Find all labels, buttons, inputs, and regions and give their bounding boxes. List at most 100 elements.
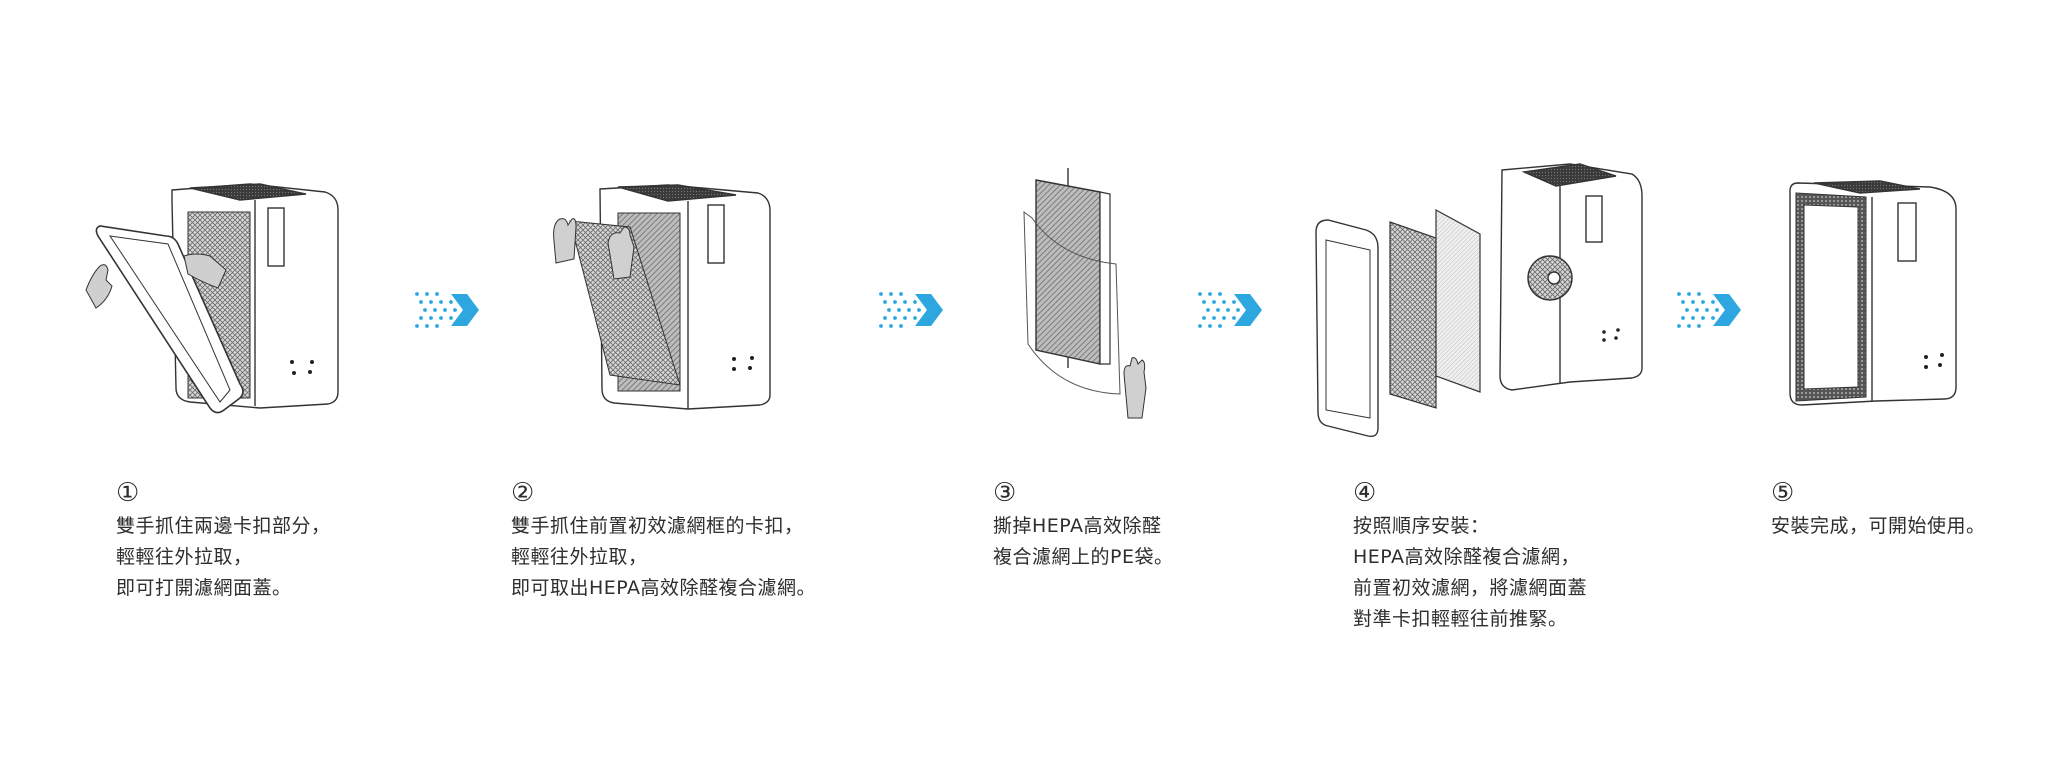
arrow-dot [1206, 308, 1210, 312]
arrow-dot [1198, 292, 1202, 296]
arrow-dot [439, 300, 443, 304]
arrow-dot [879, 324, 883, 328]
arrow-dot [893, 300, 897, 304]
pre-filter [1389, 221, 1437, 409]
arrow-dot [1697, 324, 1701, 328]
step-3-text: ③ 撕掉HEPA高效除醛 複合濾網上的PE袋。 [993, 480, 1173, 573]
arrow-dot [1202, 316, 1206, 320]
arrow-dot [433, 308, 437, 312]
arrow-dot [893, 316, 897, 320]
next-arrow-icon [879, 292, 943, 328]
step-line: 按照順序安裝： [1353, 515, 1490, 537]
step-1-illustration [85, 183, 339, 414]
arrow-dot [1208, 292, 1212, 296]
arrow-dot [1677, 292, 1681, 296]
step-5-text: ⑤ 安裝完成，可開始使用。 [1771, 480, 1986, 542]
arrow-dot [425, 324, 429, 328]
next-arrow-icon [1677, 292, 1741, 328]
arrow-dot [1202, 300, 1206, 304]
step-line: 撕掉HEPA高效除醛 [993, 515, 1162, 537]
arrow-dot [907, 308, 911, 312]
arrow-dot [1681, 300, 1685, 304]
step-line: 複合濾網上的PE袋。 [993, 546, 1174, 568]
arrow-dot [897, 308, 901, 312]
arrow-dot [889, 292, 893, 296]
hand-icon [553, 218, 577, 264]
chevron-right-icon [915, 294, 943, 326]
arrow-dot [903, 316, 907, 320]
arrow-dot [889, 324, 893, 328]
arrow-dot [1687, 292, 1691, 296]
arrow-dot [415, 324, 419, 328]
arrow-dot [1218, 292, 1222, 296]
arrow-dot [429, 300, 433, 304]
arrow-dot [1691, 316, 1695, 320]
arrow-dot [1711, 300, 1715, 304]
arrow-dot [419, 316, 423, 320]
hand-icon [85, 264, 113, 309]
arrow-dot [453, 308, 457, 312]
hepa-filter [1435, 208, 1481, 393]
filter-cover [1315, 219, 1379, 438]
step-number-badge: ② [511, 478, 535, 508]
hand-icon [1123, 357, 1147, 419]
step-number-badge: ③ [993, 478, 1017, 508]
step-4-text: ④ 按照順序安裝： HEPA高效除醛複合濾網， 前置初效濾網，將濾網面蓋 對準卡… [1353, 480, 1587, 635]
chevron-right-icon [1234, 294, 1262, 326]
arrow-dot [1685, 308, 1689, 312]
step-5-illustration [1789, 180, 1957, 406]
step-2-text: ② 雙手抓住前置初效濾網框的卡扣， 輕輕往外拉取， 即可取出HEPA高效除醛複合… [511, 480, 816, 604]
arrow-dot [419, 300, 423, 304]
hand-icon [183, 253, 227, 289]
pre-filter-mesh [569, 220, 681, 386]
chevron-right-icon [1713, 294, 1741, 326]
step-line: 前置初效濾網，將濾網面蓋 [1353, 577, 1588, 599]
arrow-dot [423, 308, 427, 312]
arrow-dot [1208, 324, 1212, 328]
next-arrow-icon [415, 292, 479, 328]
arrow-dot [1691, 300, 1695, 304]
arrow-dot [1695, 308, 1699, 312]
arrow-dot [449, 300, 453, 304]
arrow-dot [913, 316, 917, 320]
arrow-dot [449, 316, 453, 320]
arrow-dot [899, 292, 903, 296]
purifier-body [1499, 163, 1643, 391]
arrow-dot [415, 292, 419, 296]
arrow-dot [883, 316, 887, 320]
arrow-dot [1198, 324, 1202, 328]
arrow-dot [917, 308, 921, 312]
arrow-dot [899, 324, 903, 328]
arrow-dot [903, 300, 907, 304]
step-line: 對準卡扣輕輕往前推緊。 [1353, 608, 1568, 630]
arrow-dot [913, 300, 917, 304]
arrow-dot [1232, 316, 1236, 320]
arrow-dot [1212, 300, 1216, 304]
step-line: 輕輕往外拉取， [511, 546, 648, 568]
arrow-dot [1715, 308, 1719, 312]
arrow-dot [1218, 324, 1222, 328]
filter-cover-panel [95, 225, 244, 414]
chevron-right-icon [451, 294, 479, 326]
arrow-dot [435, 292, 439, 296]
arrow-dot [1216, 308, 1220, 312]
panel-dots [290, 360, 314, 375]
arrow-dot [1681, 316, 1685, 320]
arrow-dot [1701, 300, 1705, 304]
arrow-dot [1697, 292, 1701, 296]
arrow-dot [1222, 300, 1226, 304]
step-line: HEPA高效除醛複合濾網， [1353, 546, 1581, 568]
arrow-dot [1226, 308, 1230, 312]
step-number-badge: ④ [1353, 478, 1377, 508]
step-line: 雙手抓住兩邊卡扣部分， [116, 515, 331, 537]
arrow-dot [425, 292, 429, 296]
step-line: 安裝完成，可開始使用。 [1771, 515, 1986, 537]
arrow-dot [1677, 324, 1681, 328]
arrow-dot [883, 300, 887, 304]
pe-bag [1023, 210, 1121, 395]
arrow-dot [1236, 308, 1240, 312]
arrow-dot [1711, 316, 1715, 320]
step-1-text: ① 雙手抓住兩邊卡扣部分， 輕輕往外拉取， 即可打開濾網面蓋。 [116, 480, 331, 604]
arrow-dot [887, 308, 891, 312]
step-number-badge: ⑤ [1771, 478, 1795, 508]
